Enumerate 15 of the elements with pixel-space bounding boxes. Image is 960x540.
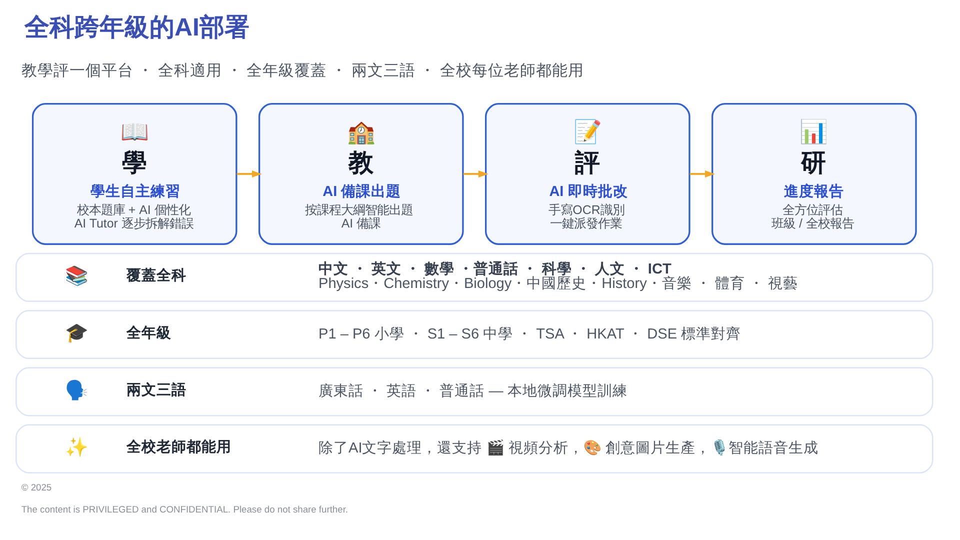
arrow — [463, 170, 488, 178]
node-box: 📚 覆蓋全科 中文 ・ 英文 ・ 數學 ・普通話 ・ 科學 ・ 人文 ・ ICT Physics・Chemistry・Biology・中國歷史・History・音樂 ・ 體育 ・ 視藝 — [16, 252, 934, 302]
node-box: 🎓 全年級 P1 – P6 小學 ・ S1 – S6 中學 ・ TSA ・ HKAT ・ DSE 標準對齊 — [16, 310, 934, 360]
node-box: 📝 評 AI 即時批改 手寫OCR識別 一鍵派發作業 — [484, 103, 690, 245]
arrow — [236, 170, 262, 178]
node-box: 📖 學 學生自主練習 校本題庫 + AI 個性化 AI Tutor 逐步拆解錯誤 — [32, 103, 238, 245]
node-box: ✨ 全校老師都能用 除了AI文字處理，還支持 🎬 視頻分析，🎨 創意圖片生產，🎙智能語音生成 — [16, 424, 934, 474]
label: 教學評一個平台 ・ 全科適用 ・ 全年級覆蓋 ・ 兩文三語 ・ 全校每位老師都能用 — [21, 62, 584, 80]
diagram-title: 全科跨年級的AI部署 — [24, 13, 250, 42]
node-box: 🏫 教 AI 備課出題 按課程大綱智能出題 AI 備課 — [258, 103, 464, 245]
label: © 2025 — [21, 482, 52, 493]
label: The content is PRIVILEGED and CONFIDENTIAL. Please do not share further. — [21, 504, 348, 514]
node-box: 🗣 兩文三語 廣東話 ・ 英語 ・ 普通話 — 本地微調模型訓練 — [16, 367, 934, 416]
node-box: 📊 研 進度報告 全方位評估 班級 / 全校報告 — [712, 103, 917, 245]
arrow — [690, 170, 716, 178]
